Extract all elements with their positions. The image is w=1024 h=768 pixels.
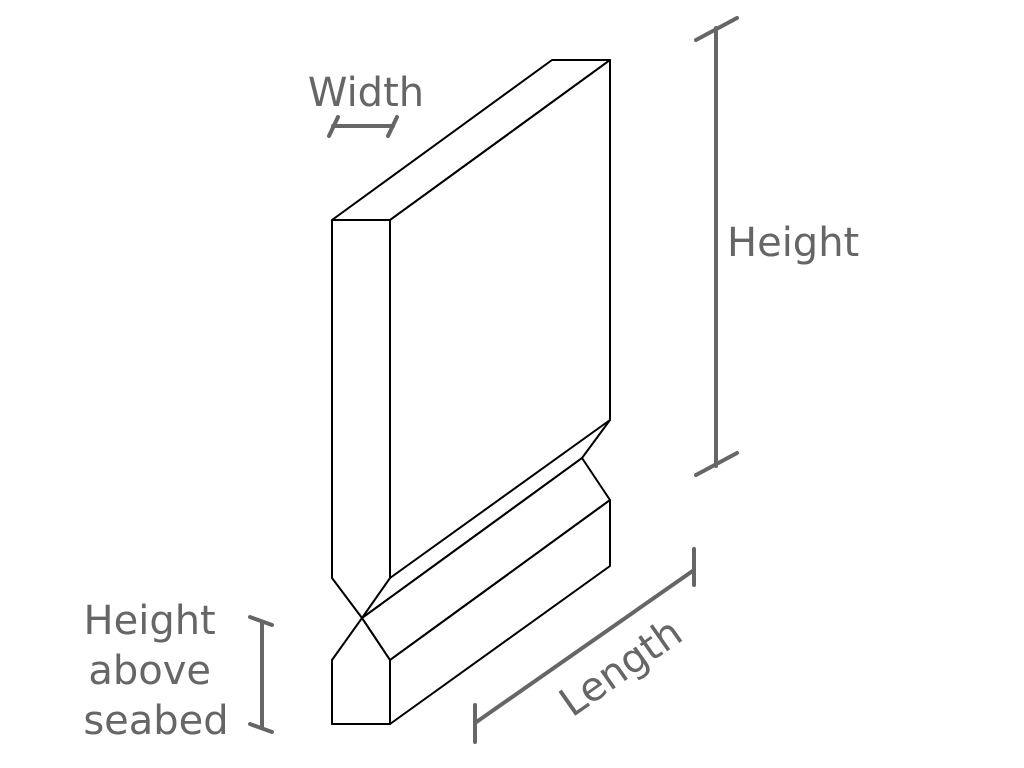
seabed-height-label-line-1: Height bbox=[84, 598, 216, 644]
seabed-height-tick-top bbox=[248, 615, 274, 627]
height-tick-top bbox=[694, 16, 739, 42]
height-label: Height bbox=[727, 220, 859, 266]
base-side-face bbox=[389, 499, 611, 725]
width-tick-right bbox=[386, 115, 399, 138]
seabed-height-tick-bottom bbox=[248, 722, 274, 734]
base-top-face bbox=[361, 457, 611, 661]
length-label: Length bbox=[551, 609, 690, 726]
seabed-height-dimension: Height above seabed bbox=[83, 598, 274, 744]
seabed-height-label: Height above seabed bbox=[83, 598, 228, 744]
length-dimension: Length bbox=[473, 547, 696, 744]
height-dimension: Height bbox=[694, 16, 859, 477]
base-block bbox=[331, 457, 611, 725]
upper-wall-end-face bbox=[331, 219, 391, 619]
width-dimension: Width bbox=[308, 70, 424, 138]
length-dimension-line bbox=[473, 568, 696, 725]
base-end-face bbox=[331, 617, 391, 725]
seabed-height-label-line-3: seabed bbox=[83, 698, 228, 744]
width-label: Width bbox=[308, 70, 424, 116]
upper-wall bbox=[331, 59, 611, 619]
seabed-height-label-line-2: above bbox=[88, 648, 211, 694]
upper-wall-side-face bbox=[389, 59, 611, 579]
width-tick-left bbox=[327, 115, 340, 138]
upper-wall-bottom-taper bbox=[361, 419, 611, 619]
height-tick-bottom bbox=[694, 451, 739, 477]
